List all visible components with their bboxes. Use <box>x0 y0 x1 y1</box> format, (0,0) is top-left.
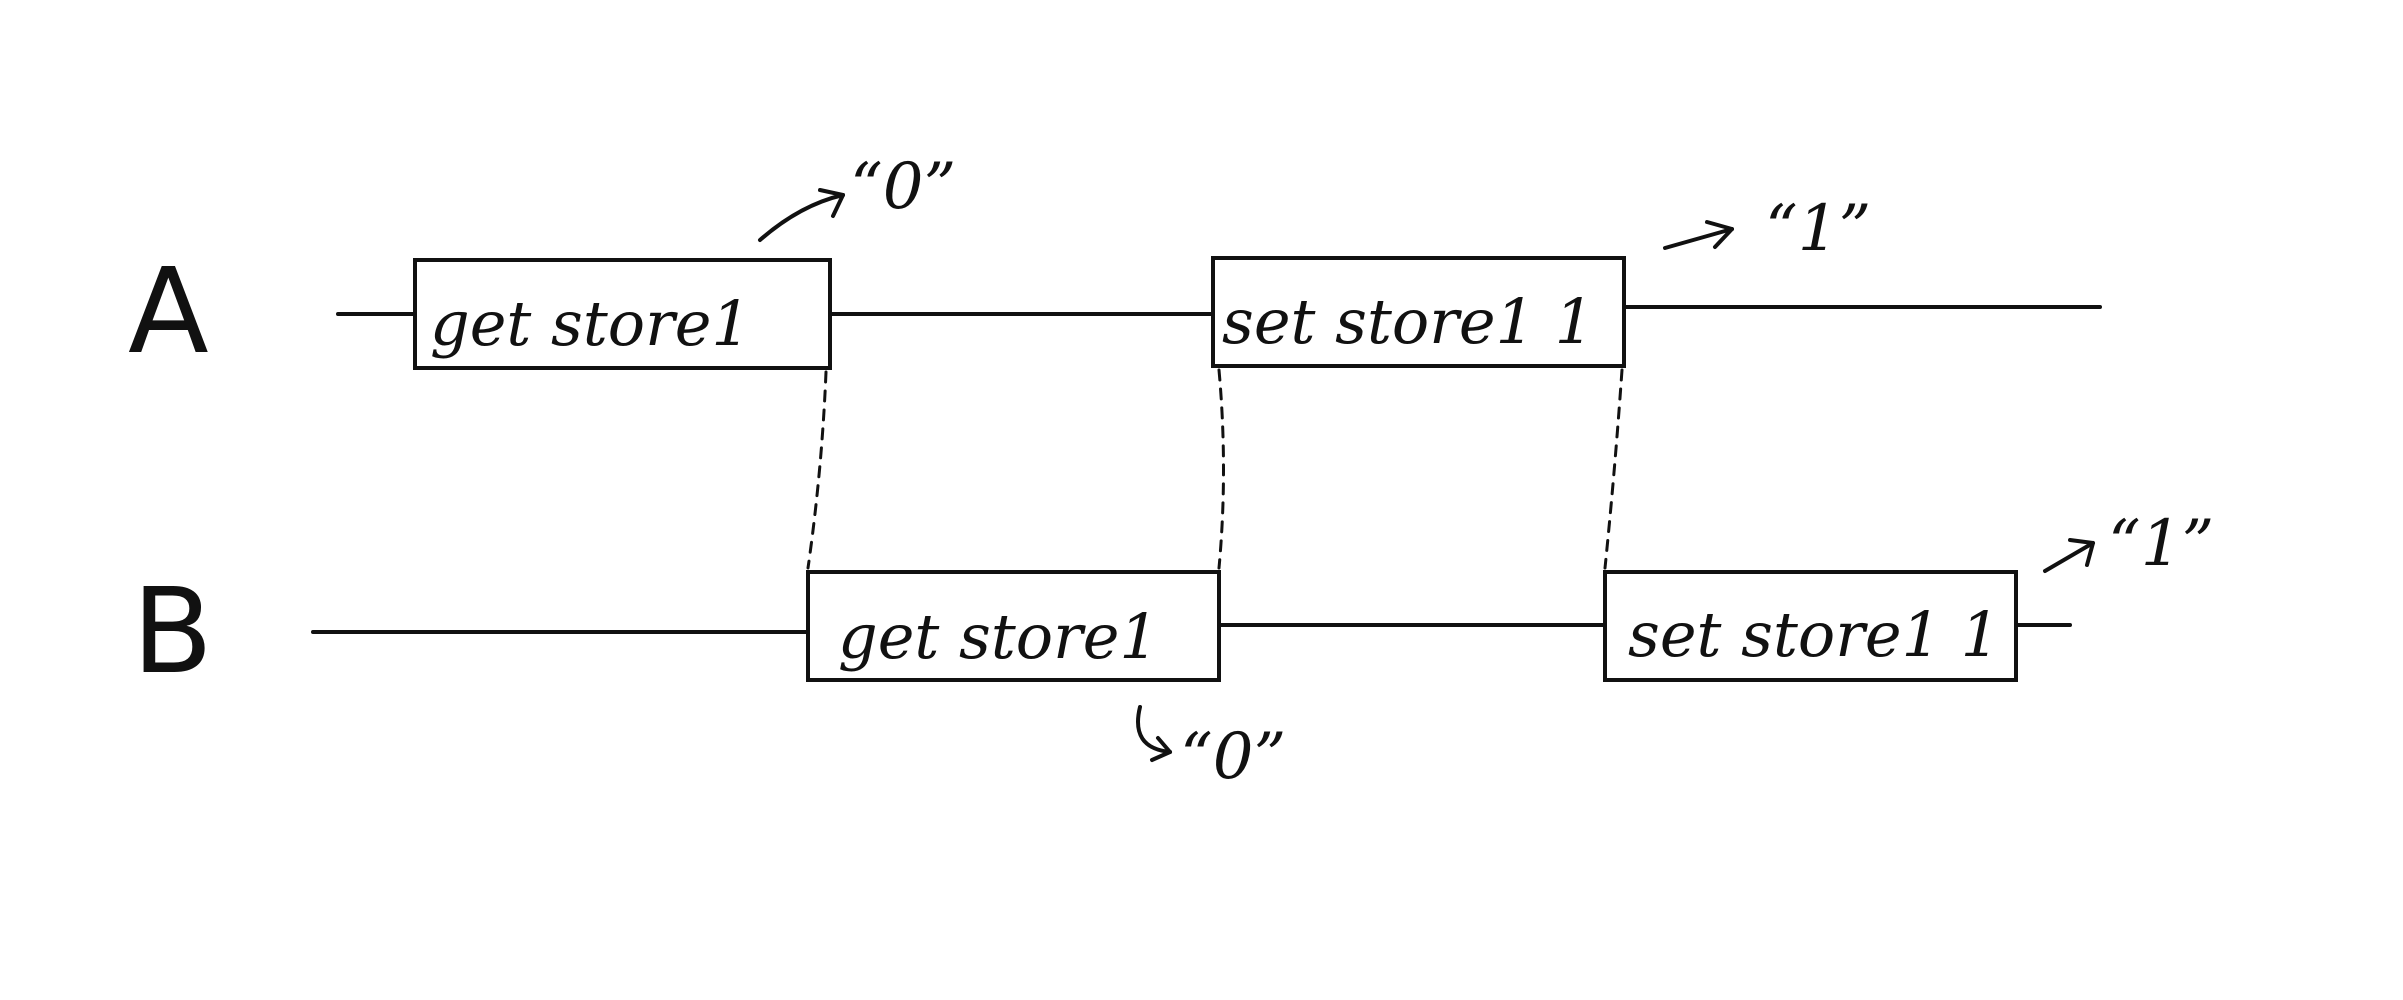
op-label: get store1 <box>838 600 1159 673</box>
b-set-result: “1” <box>2108 507 2214 581</box>
lane-b-set-op: set store1 1 <box>1603 570 2018 682</box>
lane-a-set-op: set store1 1 <box>1211 256 1626 368</box>
lane-a-get-op: get store1 <box>413 258 832 370</box>
op-label: get store1 <box>430 287 751 360</box>
connector-a-set-to-b-set <box>1603 368 1624 570</box>
op-box <box>1211 256 1626 368</box>
result-arrowhead <box>818 188 845 218</box>
lane-b: B get store1 set store1 1 “0” “1” <box>132 507 2214 794</box>
op-label: set store1 1 <box>1628 598 2000 671</box>
connector-a-set-to-b-get <box>1217 368 1225 570</box>
result-arrow <box>1663 227 1734 250</box>
result-arrowhead <box>1705 220 1734 249</box>
op-box <box>806 570 1221 682</box>
lane-b-get-op: get store1 <box>806 570 1221 682</box>
b-get-result: “0” <box>1180 720 1286 794</box>
lane-b-label: B <box>132 562 213 700</box>
result-arrowhead <box>1150 736 1172 762</box>
lane-a-label: A <box>128 242 209 380</box>
result-arrowhead <box>2068 538 2095 567</box>
timing-connectors <box>806 368 1624 570</box>
result-arrow <box>2043 541 2095 573</box>
op-box <box>413 258 832 370</box>
op-label: set store1 1 <box>1222 285 1594 358</box>
connector-a-get-to-b-get <box>806 370 828 570</box>
a-get-result: “0” <box>850 150 956 224</box>
a-set-result: “1” <box>1765 192 1871 266</box>
op-box <box>1603 570 2018 682</box>
result-arrow <box>1136 705 1172 754</box>
result-arrow <box>758 193 845 242</box>
lane-a: A get store1 set store1 1 “0” “1” <box>128 150 2102 380</box>
